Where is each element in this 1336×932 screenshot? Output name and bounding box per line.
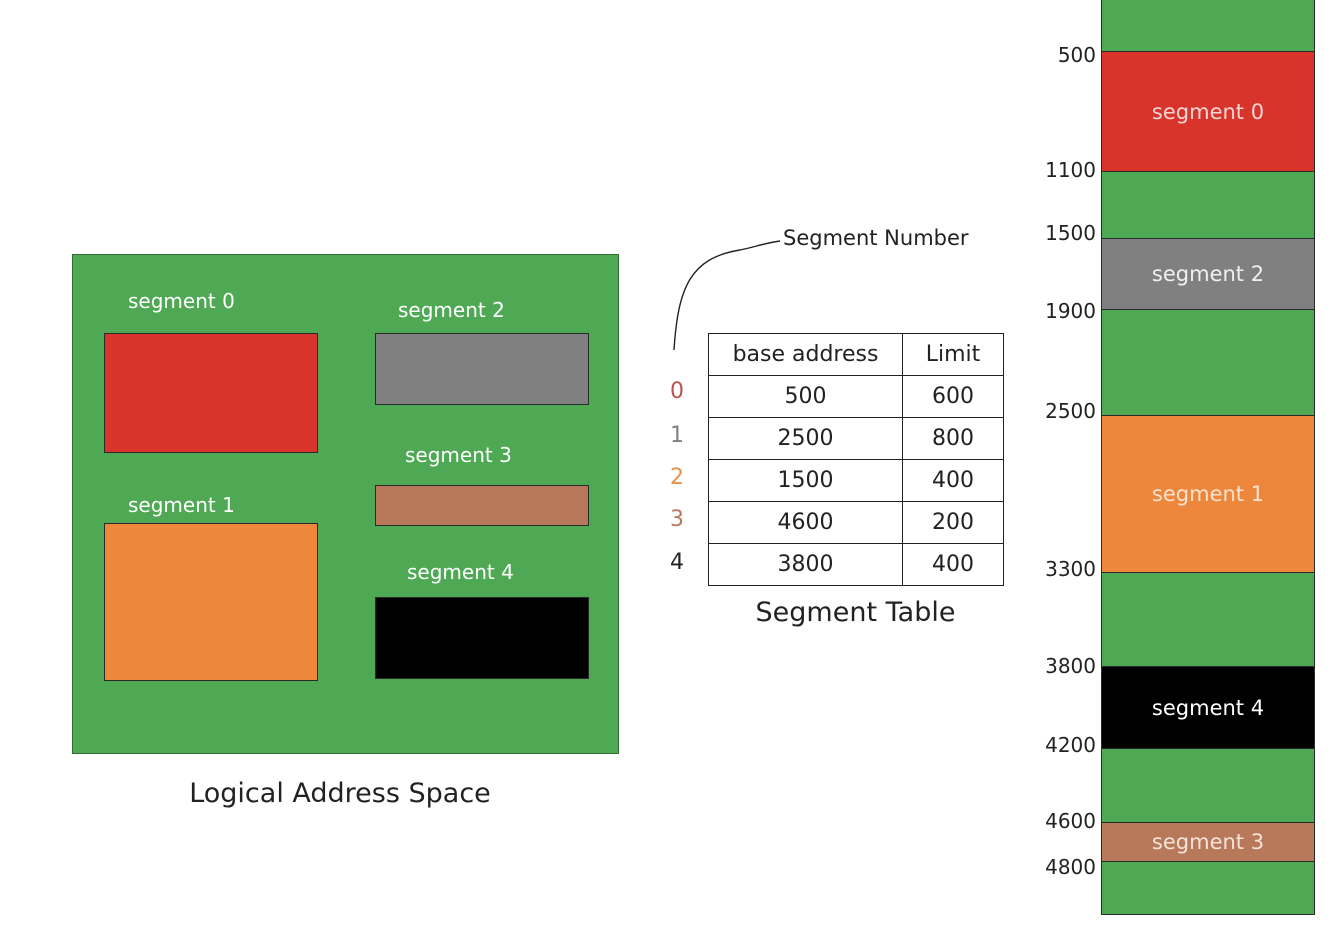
segment-index-2: 2 bbox=[670, 465, 684, 490]
logical-segment-1-label: segment 1 bbox=[128, 493, 235, 517]
memory-segment-1-label: segment 1 bbox=[1151, 482, 1265, 506]
limit-cell: 400 bbox=[902, 543, 1004, 586]
memory-segment-3-label: segment 3 bbox=[1151, 830, 1265, 854]
memory-segment-2-label: segment 2 bbox=[1151, 262, 1265, 286]
segment-table-caption: Segment Table bbox=[755, 597, 956, 628]
header-limit: Limit bbox=[902, 333, 1004, 376]
memory-segment-2: segment 2 bbox=[1102, 238, 1314, 310]
base-cell: 2500 bbox=[708, 417, 903, 460]
limit-cell: 400 bbox=[902, 459, 1004, 502]
physical-memory: segment 0 segment 2 segment 1 segment 4 … bbox=[1101, 0, 1315, 915]
memory-segment-4-label: segment 4 bbox=[1151, 695, 1265, 720]
logical-segment-0-label: segment 0 bbox=[128, 289, 235, 313]
segment-number-connector bbox=[673, 240, 781, 351]
table-row: 2500 800 bbox=[708, 417, 1004, 460]
limit-cell: 600 bbox=[902, 375, 1004, 418]
address-label: 500 bbox=[1057, 43, 1096, 67]
address-label: 1100 bbox=[1045, 158, 1096, 182]
logical-segment-3-label: segment 3 bbox=[405, 443, 512, 467]
address-label: 4200 bbox=[1045, 733, 1096, 757]
address-label: 3800 bbox=[1045, 654, 1096, 678]
logical-segment-2-label: segment 2 bbox=[398, 298, 505, 322]
logical-segment-2-box bbox=[375, 333, 589, 405]
table-row: 1500 400 bbox=[708, 459, 1004, 502]
memory-segment-0: segment 0 bbox=[1102, 51, 1314, 172]
logical-segment-4-box bbox=[375, 597, 589, 679]
base-cell: 4600 bbox=[708, 501, 903, 544]
segment-table-header-row: base address Limit bbox=[708, 333, 1004, 376]
table-row: 500 600 bbox=[708, 375, 1004, 418]
logical-address-space-caption: Logical Address Space bbox=[189, 778, 491, 809]
memory-segment-1: segment 1 bbox=[1102, 415, 1314, 573]
header-base-address: base address bbox=[708, 333, 903, 376]
address-label: 4600 bbox=[1045, 809, 1096, 833]
logical-segment-1-box bbox=[104, 523, 318, 681]
address-label: 3300 bbox=[1045, 557, 1096, 581]
address-label: 4800 bbox=[1045, 855, 1096, 879]
logical-segment-4-label: segment 4 bbox=[407, 560, 514, 584]
table-row: 4600 200 bbox=[708, 501, 1004, 544]
address-label: 2500 bbox=[1045, 399, 1096, 423]
segment-number-label: Segment Number bbox=[783, 226, 969, 250]
segment-index-4: 4 bbox=[670, 550, 684, 575]
logical-segment-3-box bbox=[375, 485, 589, 526]
memory-segment-0-label: segment 0 bbox=[1151, 99, 1265, 124]
limit-cell: 800 bbox=[902, 417, 1004, 460]
logical-address-space: segment 0 segment 1 segment 2 segment 3 … bbox=[72, 254, 619, 754]
memory-segment-3: segment 3 bbox=[1102, 822, 1314, 862]
limit-cell: 200 bbox=[902, 501, 1004, 544]
address-label: 1500 bbox=[1045, 221, 1096, 245]
segment-table: base address Limit 500 600 2500 800 1500… bbox=[708, 333, 1004, 586]
segment-index-0: 0 bbox=[670, 379, 684, 404]
base-cell: 3800 bbox=[708, 543, 903, 586]
segment-index-1: 1 bbox=[670, 423, 684, 448]
base-cell: 1500 bbox=[708, 459, 903, 502]
logical-segment-0-box bbox=[104, 333, 318, 453]
table-row: 3800 400 bbox=[708, 543, 1004, 586]
base-cell: 500 bbox=[708, 375, 903, 418]
memory-segment-4: segment 4 bbox=[1102, 666, 1314, 749]
address-label: 1900 bbox=[1045, 299, 1096, 323]
segment-index-3: 3 bbox=[670, 507, 684, 532]
